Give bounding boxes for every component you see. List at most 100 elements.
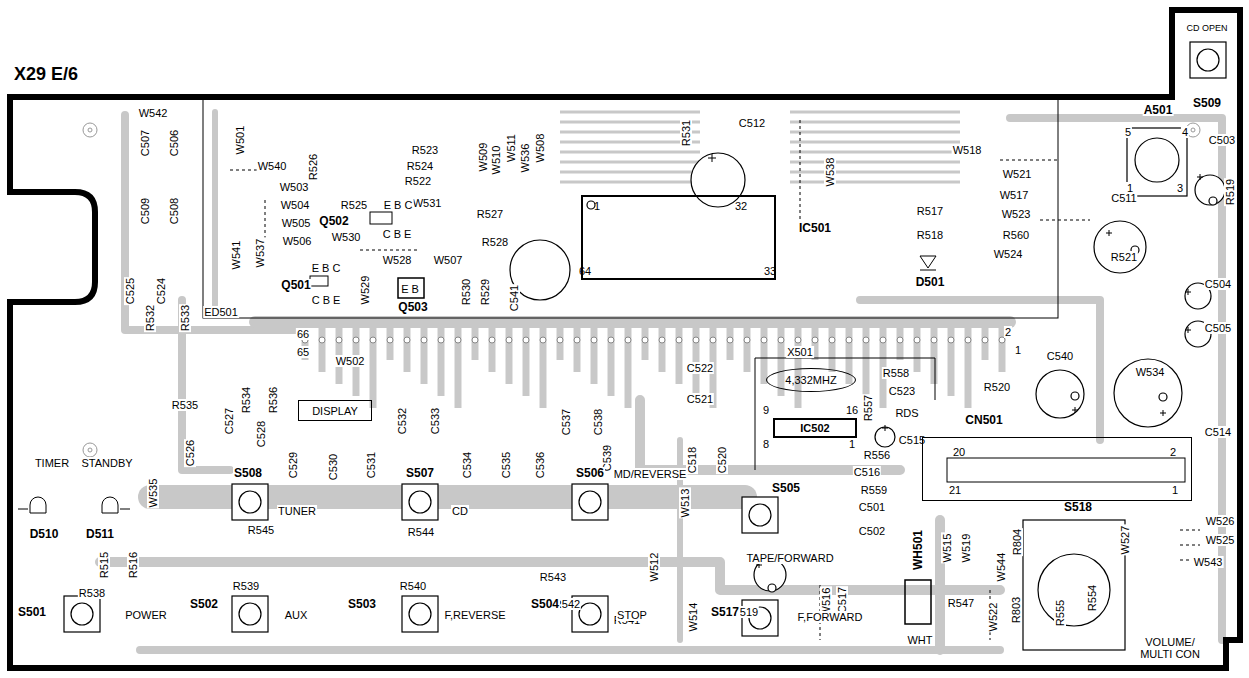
part-label: 16 bbox=[845, 404, 859, 416]
part-label: C528 bbox=[255, 420, 267, 448]
part-label: W522 bbox=[987, 602, 999, 633]
part-label: C506 bbox=[168, 129, 180, 157]
bus-trace bbox=[472, 326, 479, 360]
part-designator: Q503 bbox=[397, 301, 428, 313]
pin-pad bbox=[744, 337, 750, 343]
ic-outline: IC502 bbox=[773, 418, 857, 438]
pin-pad bbox=[914, 337, 920, 343]
bus-trace bbox=[931, 326, 938, 384]
node-text: 4,332MHZ bbox=[785, 374, 836, 386]
part-label: TIMER bbox=[34, 457, 70, 469]
pin-pad bbox=[931, 337, 937, 343]
pin-pad bbox=[812, 337, 818, 343]
part-label: F,REVERSE bbox=[443, 609, 506, 621]
bus-trace bbox=[897, 326, 904, 360]
part-designator: WH501 bbox=[912, 529, 924, 571]
part-label: W504 bbox=[280, 199, 311, 211]
pin-pad bbox=[795, 337, 801, 343]
part-designator: S508 bbox=[233, 467, 263, 479]
part-label: R539 bbox=[232, 580, 260, 592]
pin-pad bbox=[472, 337, 478, 343]
part-label: C529 bbox=[287, 451, 299, 479]
part-label: 66 bbox=[296, 328, 310, 340]
node-text: 20 bbox=[953, 446, 965, 458]
bus-trace bbox=[693, 326, 700, 396]
bus-trace bbox=[778, 326, 785, 396]
pin-pad bbox=[693, 337, 699, 343]
pin-pad bbox=[761, 337, 767, 343]
part-label: R554 bbox=[1086, 584, 1098, 612]
part-label: W535 bbox=[147, 478, 159, 509]
part-label: R544 bbox=[407, 526, 435, 538]
bus-trace bbox=[506, 326, 513, 384]
part-designator: S504 bbox=[530, 598, 560, 610]
part-label: C505 bbox=[1204, 322, 1232, 334]
part-label: W515 bbox=[941, 533, 953, 564]
pin-pad bbox=[438, 337, 444, 343]
pin-pad bbox=[778, 337, 784, 343]
display-trace bbox=[560, 171, 960, 174]
part-label: C524 bbox=[155, 277, 167, 305]
display-trace bbox=[560, 131, 960, 134]
pin-pad bbox=[982, 337, 988, 343]
part-label: R524 bbox=[406, 160, 434, 172]
pin-pad bbox=[659, 337, 665, 343]
part-designator: D501 bbox=[915, 276, 946, 288]
part-label: R526 bbox=[307, 153, 319, 181]
part-label: R520 bbox=[983, 381, 1011, 393]
bus-trace bbox=[863, 326, 870, 396]
part-label: R525 bbox=[340, 199, 368, 211]
pin-pad bbox=[353, 337, 359, 343]
part-label: W538 bbox=[824, 157, 836, 188]
part-label: W506 bbox=[282, 235, 313, 247]
part-designator: D511 bbox=[85, 528, 115, 540]
part-label: 1 bbox=[848, 438, 856, 450]
bus-trace bbox=[455, 326, 462, 408]
part-label: AUX bbox=[284, 609, 309, 621]
part-label: R559 bbox=[860, 484, 888, 496]
part-designator: S501 bbox=[17, 606, 47, 618]
part-designator: IC501 bbox=[798, 222, 832, 234]
bus-trace bbox=[421, 326, 428, 384]
part-label: R516 bbox=[127, 551, 139, 579]
pin-pad bbox=[880, 337, 886, 343]
part-designator: CN501 bbox=[964, 414, 1003, 426]
part-label: STANDBY bbox=[80, 457, 133, 469]
part-label: R532 bbox=[144, 304, 156, 332]
part-label: R556 bbox=[863, 449, 891, 461]
pin-pad bbox=[846, 337, 852, 343]
part-label: C538 bbox=[592, 408, 604, 436]
part-label: STOP bbox=[616, 609, 648, 621]
part-label: CD OPEN bbox=[1185, 23, 1228, 33]
part-label: R533 bbox=[179, 304, 191, 332]
part-label: R543 bbox=[539, 571, 567, 583]
part-label: E B C bbox=[383, 199, 414, 211]
bus-trace bbox=[761, 326, 768, 384]
part-label: C504 bbox=[1204, 278, 1232, 290]
part-label: R557 bbox=[862, 394, 874, 422]
part-label: C535 bbox=[500, 451, 512, 479]
part-label: E B bbox=[400, 283, 420, 295]
part-label: W544 bbox=[995, 552, 1007, 583]
part-label: C533 bbox=[429, 407, 441, 435]
part-label: C523 bbox=[888, 385, 916, 397]
part-label: 8 bbox=[762, 438, 770, 450]
node-text: 1 bbox=[594, 200, 600, 212]
pin-pad bbox=[540, 337, 546, 343]
part-label: X501 bbox=[786, 346, 814, 358]
part-label: R540 bbox=[399, 580, 427, 592]
pin-pad bbox=[897, 337, 903, 343]
part-label: C518 bbox=[686, 446, 698, 474]
bus-trace bbox=[489, 326, 496, 372]
part-label: R547 bbox=[947, 597, 975, 609]
ic-outline: 132 bbox=[581, 195, 776, 280]
pin-pad bbox=[591, 337, 597, 343]
part-label: W513 bbox=[679, 488, 691, 519]
bus-trace bbox=[965, 326, 972, 408]
part-label: 5 bbox=[1124, 126, 1132, 138]
part-label: WHT bbox=[906, 634, 933, 646]
part-label: W514 bbox=[687, 602, 699, 633]
part-label: C525 bbox=[124, 277, 136, 305]
part-label: 4 bbox=[1181, 126, 1189, 138]
